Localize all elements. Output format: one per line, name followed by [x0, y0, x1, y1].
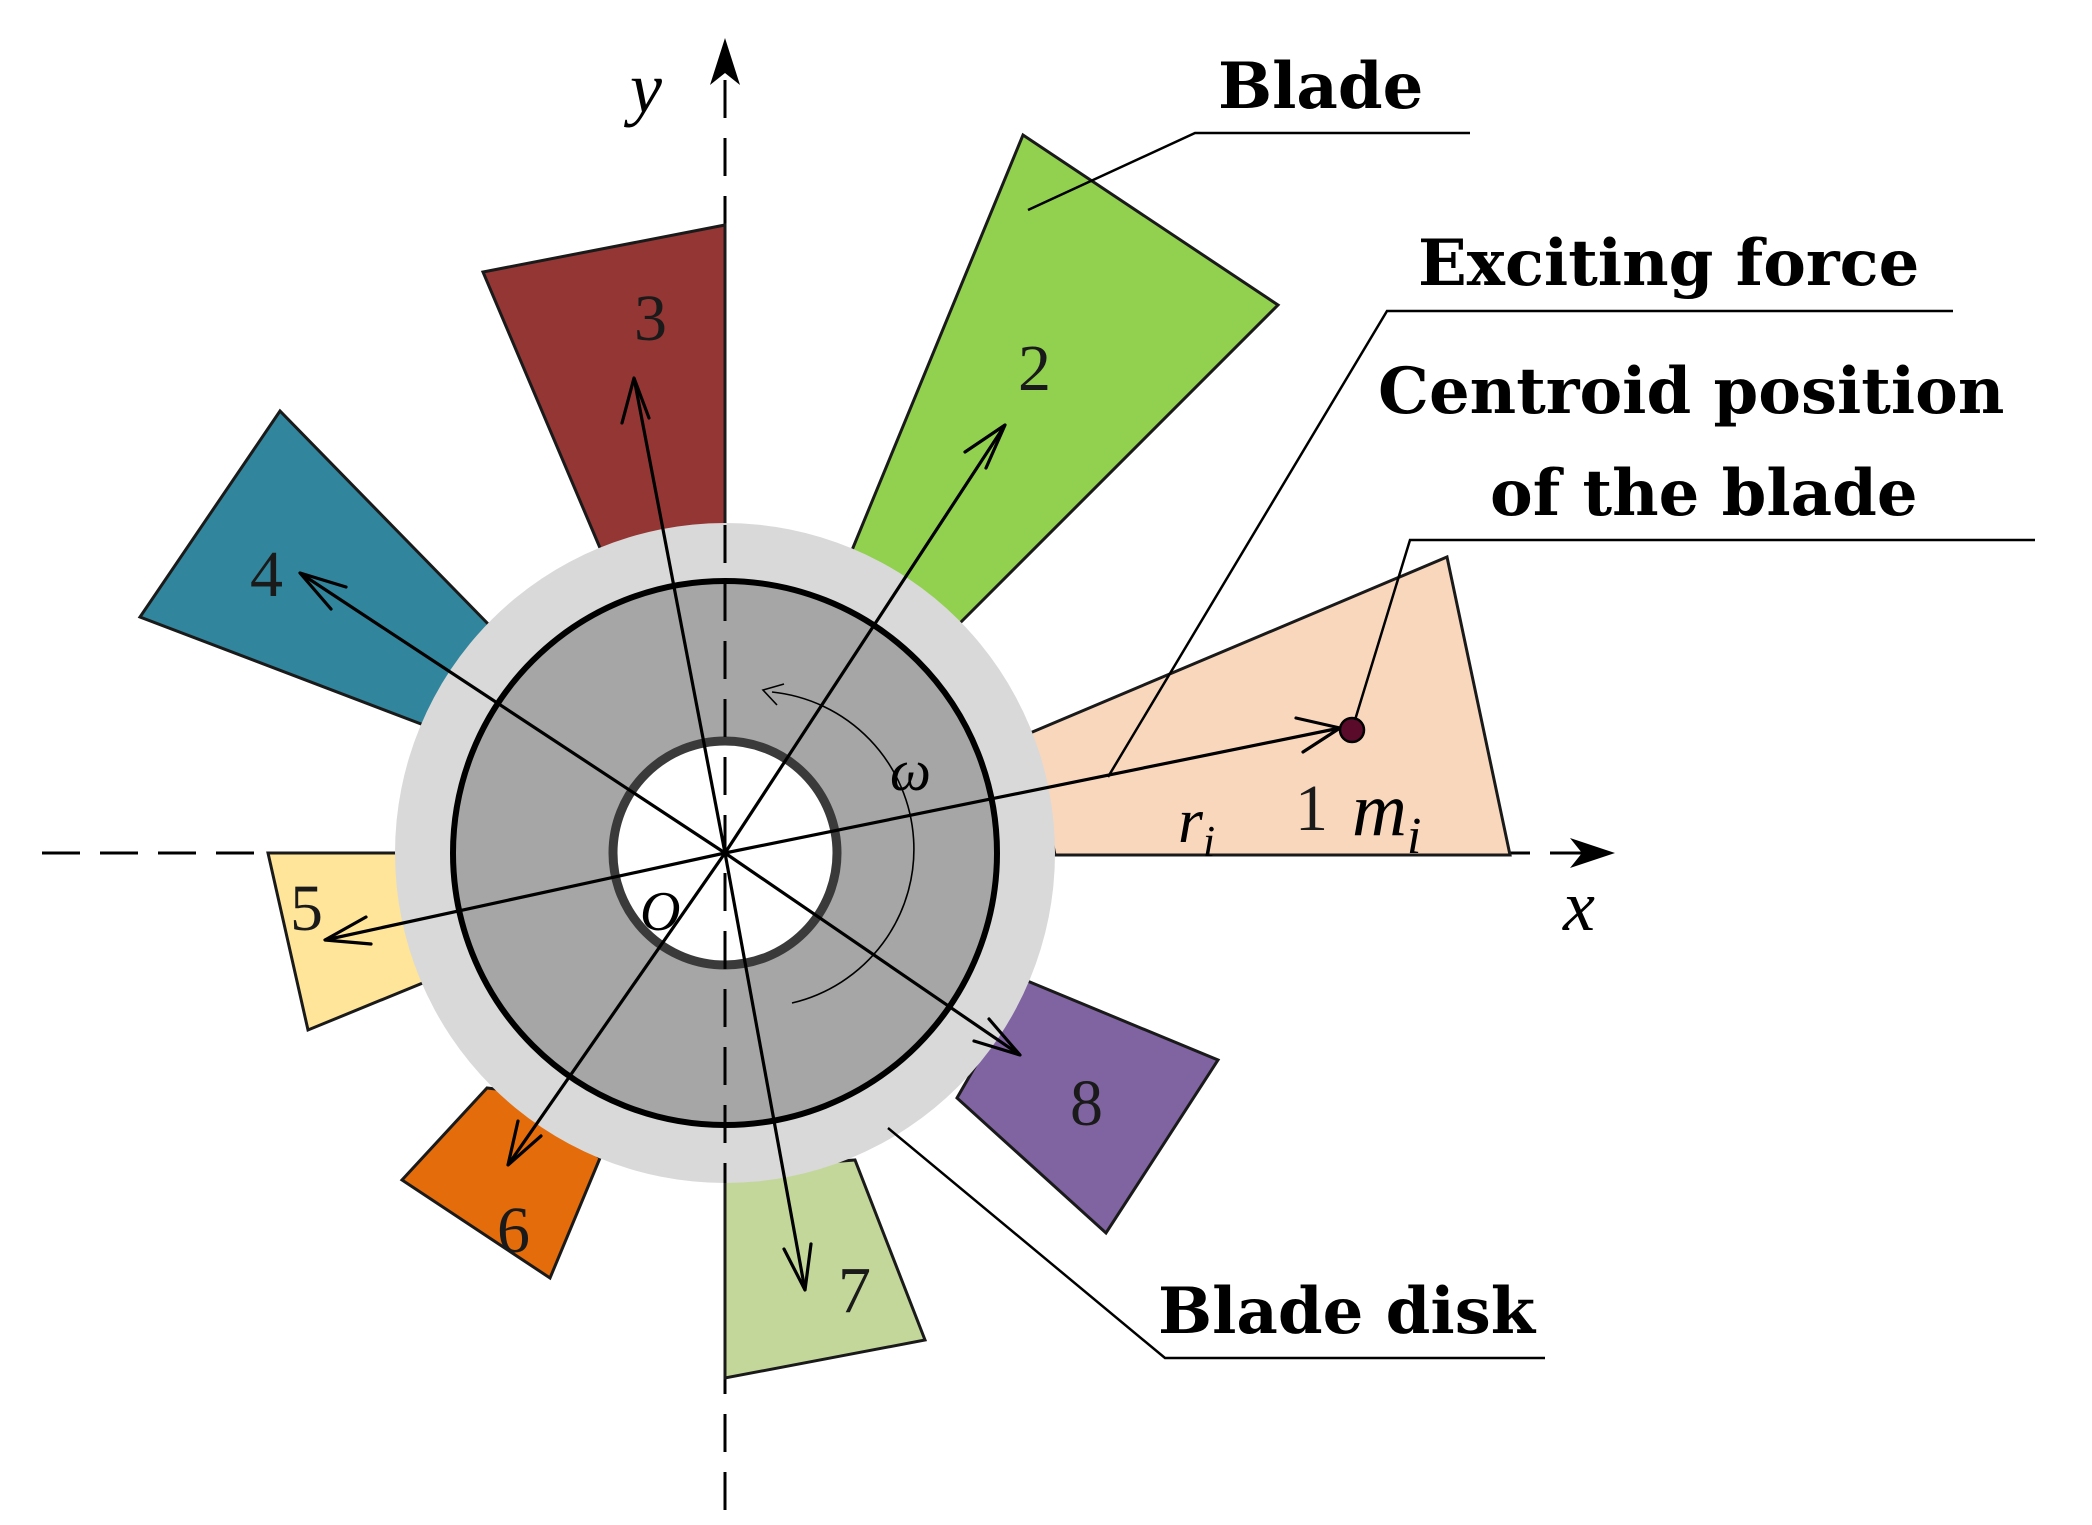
y-axis-arrow — [710, 38, 740, 85]
blade-number-6: 6 — [497, 1194, 530, 1267]
callout-exciting-force: Exciting force — [1418, 226, 1919, 301]
vector-3 — [620, 376, 727, 854]
leader-exciting-force — [1106, 309, 1953, 778]
blade-number-5: 5 — [290, 872, 323, 945]
y-axis-label: y — [623, 48, 662, 128]
vector-6 — [506, 852, 727, 1167]
blade-1 — [1028, 554, 1512, 857]
vector-5 — [323, 851, 726, 946]
vector-2 — [723, 423, 1007, 854]
callout-blade-disk: Blade disk — [1158, 1274, 1537, 1349]
blade-number-1: 1 — [1295, 772, 1328, 845]
blade-number-4: 4 — [250, 538, 283, 611]
blade-number-8: 8 — [1070, 1067, 1103, 1140]
leader-centroid — [1353, 538, 2035, 721]
callout-centroid-line1: Centroid position — [1378, 354, 2004, 429]
centroid-dot — [1338, 716, 1366, 744]
vector-7 — [723, 852, 813, 1292]
omega-label: ω — [890, 738, 931, 803]
rotation-arc-arrow — [761, 683, 785, 706]
leader-blade — [1027, 131, 1470, 212]
leader-blade-disk — [887, 1127, 1545, 1360]
origin-label: O — [640, 881, 680, 943]
m-i-label: mi — [1352, 768, 1421, 865]
blade-2 — [848, 132, 1281, 627]
blade-number-2: 2 — [1018, 332, 1051, 405]
blade-3 — [480, 223, 727, 557]
r-i-label: ri — [1178, 785, 1215, 866]
blade-7 — [723, 1158, 928, 1380]
rotation-arc — [771, 691, 915, 1004]
blade-number-3: 3 — [634, 282, 667, 355]
vector-8 — [724, 851, 1022, 1057]
callout-centroid-line2: of the blade — [1490, 456, 1918, 531]
x-axis-label: x — [1562, 866, 1595, 946]
x-axis-arrow — [1570, 838, 1615, 868]
callout-blade: Blade — [1218, 49, 1423, 124]
vector-4 — [298, 571, 726, 855]
blade-number-7: 7 — [838, 1254, 871, 1327]
